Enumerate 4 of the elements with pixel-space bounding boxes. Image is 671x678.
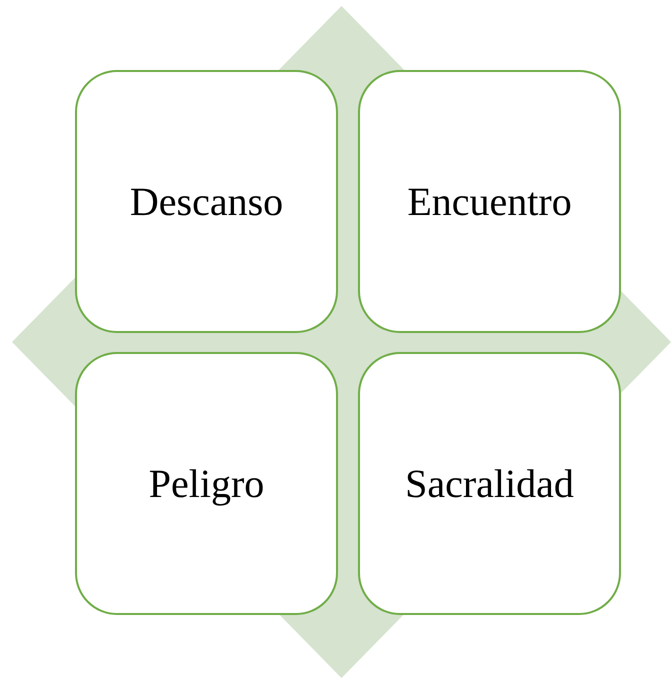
box-label: Peligro (148, 460, 264, 507)
box-label: Sacralidad (405, 460, 574, 507)
box-label: Encuentro (407, 178, 572, 225)
box-label: Descanso (130, 178, 284, 225)
